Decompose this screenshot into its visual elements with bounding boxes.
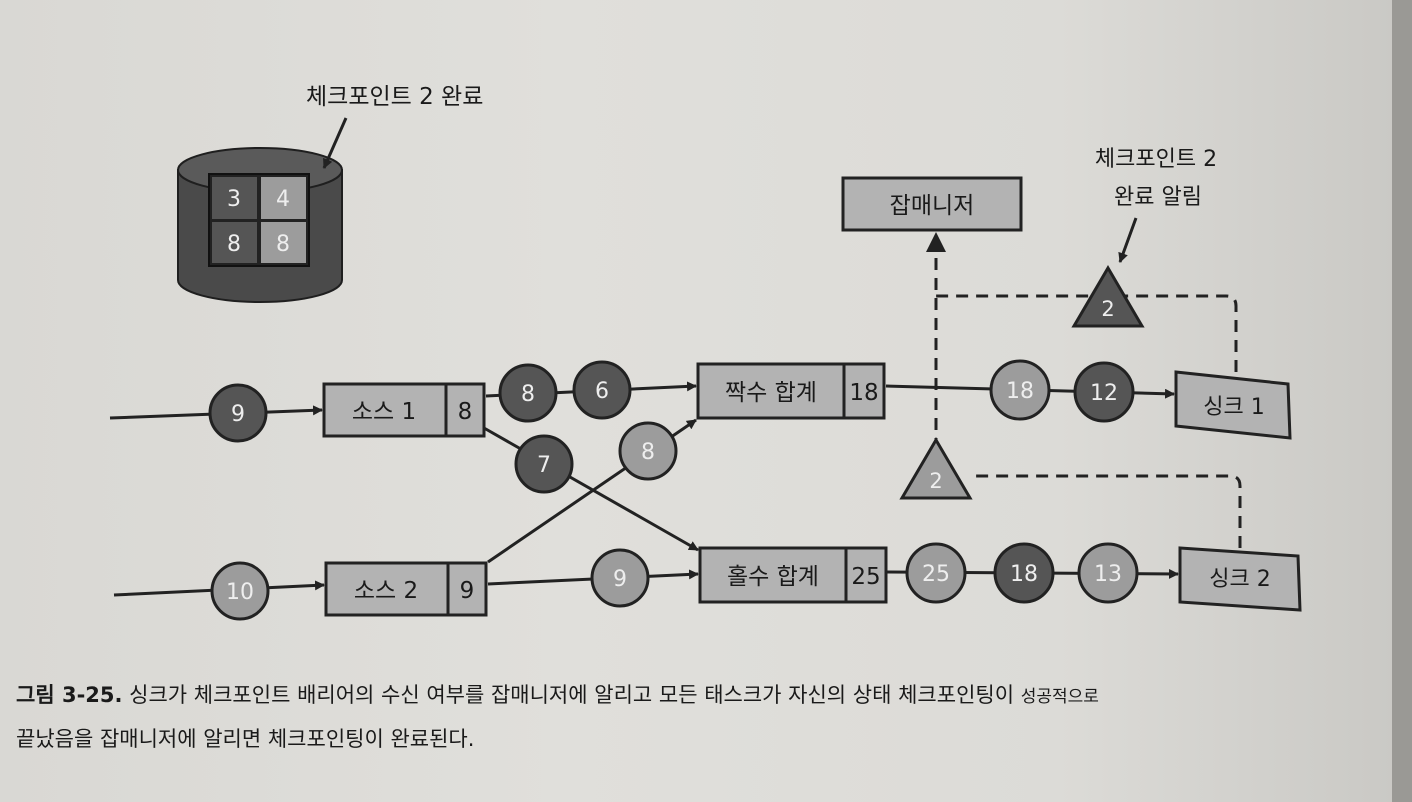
storage-cell: 8 bbox=[227, 232, 241, 257]
checkpoint-complete-arrow bbox=[322, 117, 348, 169]
svg-text:10: 10 bbox=[226, 580, 254, 605]
checkpoint-storage: 3 4 8 8 bbox=[177, 147, 343, 303]
figure-caption: 그림 3-25. 싱크가 체크포인트 배리어의 수신 여부를 잡매니저에 알리고… bbox=[16, 680, 1396, 754]
record: 6 bbox=[572, 360, 632, 420]
svg-text:6: 6 bbox=[595, 379, 609, 404]
svg-text:2: 2 bbox=[1101, 297, 1114, 321]
svg-text:12: 12 bbox=[1090, 381, 1118, 406]
record: 9 bbox=[208, 383, 268, 443]
svg-text:18: 18 bbox=[1010, 562, 1038, 587]
notify-arrow bbox=[1118, 217, 1138, 263]
svg-text:25: 25 bbox=[922, 562, 950, 587]
record: 8 bbox=[618, 421, 678, 481]
jobmanager-arrowhead bbox=[926, 232, 946, 252]
operator-label: 홀수 합계 bbox=[727, 564, 819, 590]
operator-state: 18 bbox=[849, 380, 878, 406]
storage-cell: 8 bbox=[276, 232, 290, 257]
checkpoint-complete-label: 체크포인트 2 완료 bbox=[306, 84, 483, 110]
caption-line-2: 끝났음을 잡매니저에 알리면 체크포인팅이 완료된다. bbox=[16, 727, 475, 751]
jobmanager-label: 잡매니저 bbox=[890, 193, 975, 219]
svg-text:9: 9 bbox=[231, 402, 245, 427]
operator-state: 9 bbox=[460, 578, 475, 604]
ack-dashed-lines bbox=[934, 236, 1242, 548]
record: 18 bbox=[993, 542, 1055, 604]
operator-label: 소스 1 bbox=[352, 399, 416, 425]
even-sum-operator: 짝수 합계 18 bbox=[696, 362, 886, 420]
notify-label: 완료 알림 bbox=[1114, 185, 1202, 210]
notify-label: 체크포인트 2 bbox=[1095, 147, 1217, 172]
svg-text:7: 7 bbox=[537, 453, 551, 478]
operator-label: 싱크 1 bbox=[1203, 395, 1264, 420]
record: 25 bbox=[905, 542, 967, 604]
record: 10 bbox=[210, 561, 270, 621]
book-spine bbox=[1392, 0, 1412, 802]
caption-text: 싱크가 체크포인트 배리어의 수신 여부를 잡매니저에 알리고 모든 태스크가 … bbox=[122, 683, 1021, 707]
sink1-operator: 싱크 1 bbox=[1174, 370, 1292, 440]
checkpoint-diagram: 3 4 8 8 체크포인트 2 완료 잡매니저 체크포인트 2 완료 알림 bbox=[109, 84, 1302, 621]
svg-text:8: 8 bbox=[641, 440, 655, 465]
operator-state: 8 bbox=[458, 399, 473, 425]
storage-cell: 4 bbox=[276, 187, 290, 212]
operator-label: 소스 2 bbox=[354, 578, 418, 604]
record: 18 bbox=[989, 359, 1051, 421]
record: 9 bbox=[590, 548, 650, 608]
svg-text:2: 2 bbox=[929, 469, 942, 493]
source2-operator: 소스 2 9 bbox=[324, 561, 488, 617]
storage-cell: 3 bbox=[227, 187, 241, 212]
caption-text-small: 성공적으로 bbox=[1020, 687, 1099, 707]
sink2-operator: 싱크 2 bbox=[1178, 546, 1302, 612]
caption-line-1: 그림 3-25. 싱크가 체크포인트 배리어의 수신 여부를 잡매니저에 알리고… bbox=[16, 680, 1396, 712]
jobmanager-box: 잡매니저 bbox=[841, 176, 1023, 232]
operator-label: 짝수 합계 bbox=[725, 380, 817, 406]
record: 13 bbox=[1077, 542, 1139, 604]
caption-label: 그림 3-25. bbox=[16, 683, 123, 707]
svg-text:13: 13 bbox=[1094, 562, 1122, 587]
record: 7 bbox=[514, 434, 574, 494]
operator-state: 25 bbox=[851, 564, 880, 590]
svg-text:9: 9 bbox=[613, 567, 627, 592]
svg-text:18: 18 bbox=[1006, 379, 1034, 404]
operator-label: 싱크 2 bbox=[1209, 567, 1270, 592]
record: 12 bbox=[1073, 361, 1135, 423]
odd-sum-operator: 홀수 합계 25 bbox=[698, 546, 888, 604]
checkpoint-barrier: 2 bbox=[899, 437, 973, 500]
checkpoint-barrier: 2 bbox=[1071, 265, 1145, 328]
record: 8 bbox=[498, 363, 558, 423]
svg-text:8: 8 bbox=[521, 382, 535, 407]
source1-operator: 소스 1 8 bbox=[322, 382, 486, 438]
